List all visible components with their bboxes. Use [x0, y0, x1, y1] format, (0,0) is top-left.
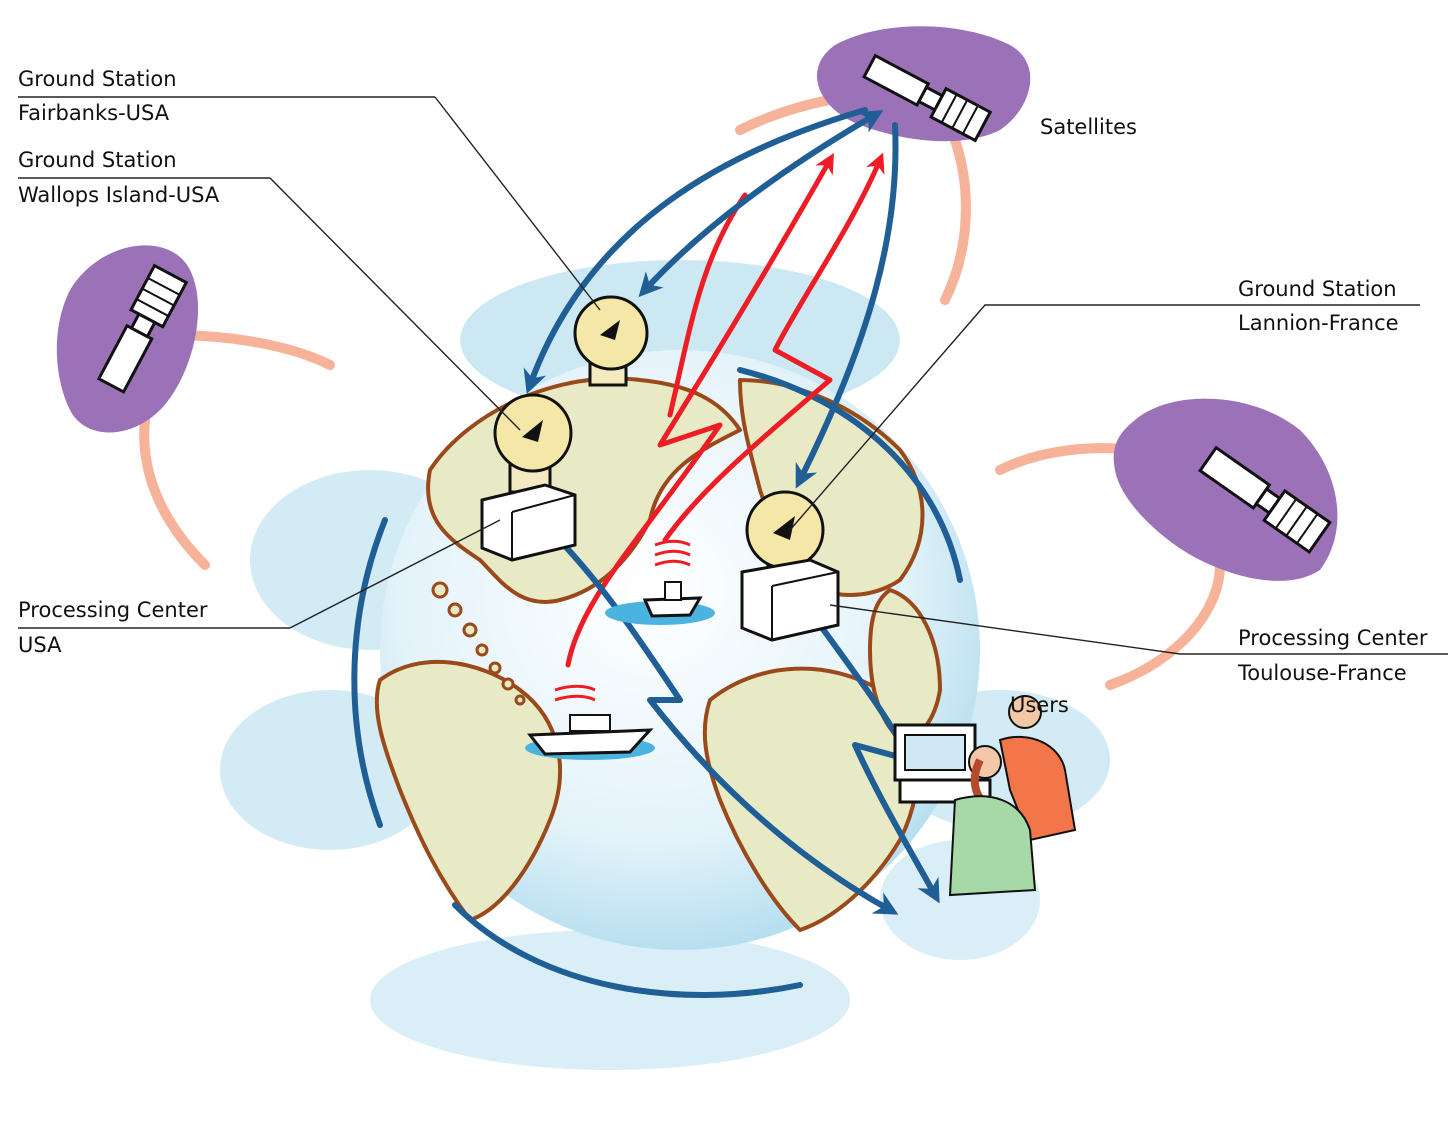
downlink-arrows	[523, 107, 940, 915]
label-gs-wallops-line1: Ground Station	[18, 148, 177, 172]
south-america	[374, 659, 562, 922]
africa	[702, 666, 920, 932]
processing-building-icon	[740, 558, 840, 642]
label-gs-fairbanks-line1: Ground Station	[18, 67, 177, 91]
label-pc-toulouse-line2: Toulouse-France	[1237, 661, 1407, 685]
users-computer-icon	[893, 695, 1077, 897]
label-pc-usa-line1: Processing Center	[18, 598, 208, 622]
ship-icon	[525, 684, 655, 760]
satellite-icon	[1113, 398, 1338, 581]
label-users: Users	[1010, 693, 1069, 717]
label-gs-lannion-line2: Lannion-France	[1238, 311, 1399, 335]
satellite-icon	[56, 245, 199, 433]
label-gs-wallops-line2: Wallops Island-USA	[18, 183, 220, 207]
label-gs-fairbanks-line2: Fairbanks-USA	[18, 101, 170, 125]
ship-icon	[605, 539, 715, 625]
label-satellites: Satellites	[1040, 115, 1137, 139]
dish-antenna-icon	[573, 295, 649, 387]
label-pc-usa-line2: USA	[18, 633, 62, 657]
label-leaders	[18, 96, 1448, 655]
processing-building-icon	[480, 483, 577, 562]
satellite-icon	[816, 26, 1031, 143]
label-pc-toulouse-line1: Processing Center	[1238, 626, 1428, 650]
label-gs-lannion-line1: Ground Station	[1238, 277, 1397, 301]
dish-antenna-icon	[493, 393, 573, 494]
island-chain	[431, 581, 526, 706]
